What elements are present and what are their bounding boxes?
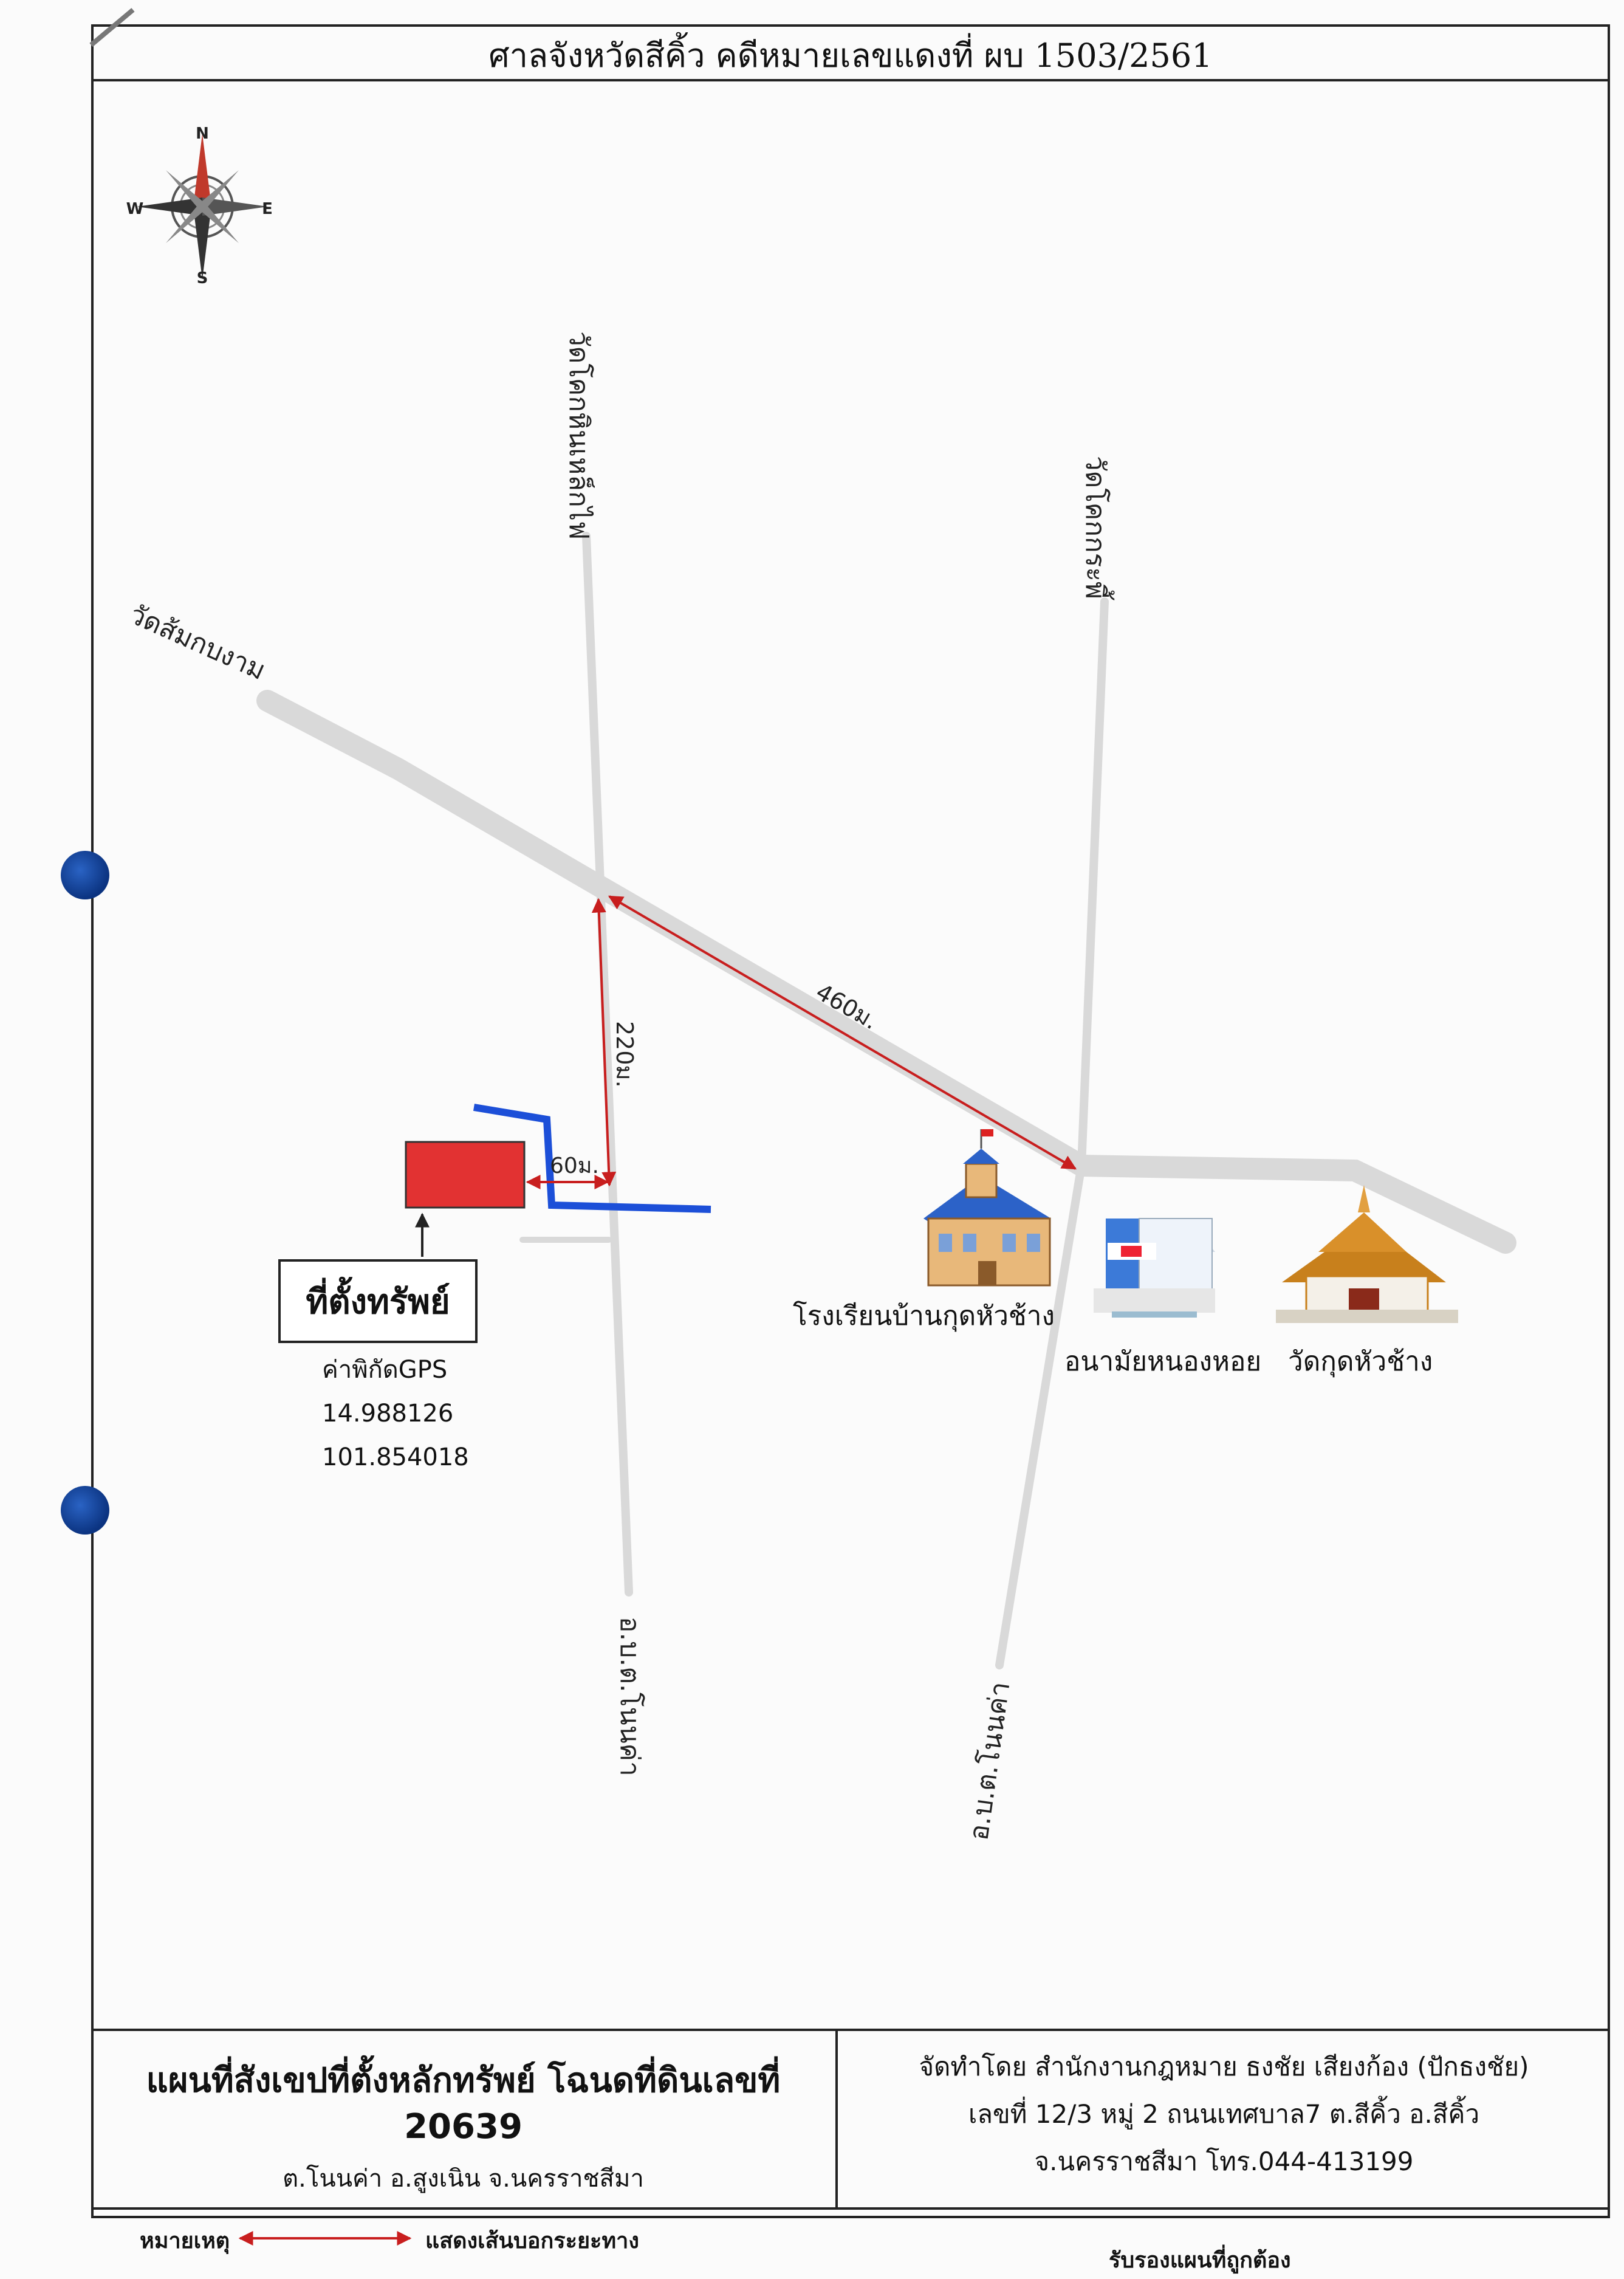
road-label-west: วัดส้มกบงาม [125, 599, 270, 686]
distance-label-220: 220ม. [611, 1021, 638, 1088]
landmark-school: โรงเรียนบ้านกุดหัวช้าง [793, 1301, 1055, 1332]
gps-coordinates: ค่าพิกัดGPS 14.988126 101.854018 [322, 1348, 469, 1479]
property-label-box: ที่ตั้งทรัพย์ [278, 1259, 478, 1343]
punch-hole [61, 851, 109, 899]
gps-latitude: 14.988126 [322, 1400, 454, 1428]
prepared-by-line1: จัดทำโดย สำนักงานกฎหมาย ธงชัย เสียงก้อง … [919, 2052, 1529, 2081]
compass-north: N [196, 125, 209, 143]
landmark-clinic: อนามัยหนองหอย [1064, 1346, 1262, 1377]
prepared-by-line3: จ.นครราชสีมา โทร.044-413199 [1034, 2147, 1414, 2176]
gps-label: ค่าพิกัดGPS [322, 1356, 448, 1384]
map-frame [91, 24, 1610, 2218]
distance-arrow-220 [591, 898, 617, 1187]
road-label-top-left: วัดโคกหินเหล็กไฟ [563, 331, 595, 540]
road-south-right [995, 1161, 1086, 1669]
legend-label: หมายเหตุ [140, 2229, 230, 2253]
map-subtitle: ต.โนนค่า อ.สูงเนิน จ.นครราชสีมา [283, 2165, 644, 2193]
footer-left-cell: แผนที่สังเขปที่ตั้งหลักทรัพย์ โฉนดที่ดิน… [91, 2031, 838, 2207]
header-divider [91, 79, 1610, 81]
property-plot [405, 1141, 526, 1209]
footer-table: แผนที่สังเขปที่ตั้งหลักทรัพย์ โฉนดที่ดิน… [91, 2029, 1610, 2210]
temple-icon [1276, 1185, 1458, 1323]
compass-east: E [262, 200, 273, 218]
page-title: ศาลจังหวัดสีคิ้ว คดีหมายเลขแดงที่ ผบ 150… [488, 36, 1213, 75]
hospital-icon [1094, 1218, 1215, 1318]
gps-longitude: 101.854018 [322, 1443, 469, 1471]
legend-text: แสดงเส้นบอกระยะทาง [425, 2229, 639, 2253]
road-label-top-right: วัดโคกกระพี้ [1080, 456, 1115, 600]
road-label-bottom-left: อ.บ.ต.โนนค่า [614, 1617, 645, 1776]
road-label-bottom-right: อ.บ.ต.โนนค่า [963, 1680, 1016, 1842]
prepared-by-line2: เลขที่ 12/3 หมู่ 2 ถนนเทศบาล7 ต.สีคิ้ว อ… [968, 2099, 1480, 2129]
distance-label-60: 60ม. [550, 1153, 599, 1178]
school-icon [923, 1129, 1051, 1287]
landmark-temple: วัดกุดหัวช้าง [1288, 1346, 1433, 1377]
punch-hole [61, 1486, 109, 1535]
road-north-right [1077, 597, 1109, 1170]
compass-rose-icon [137, 134, 268, 280]
property-label: ที่ตั้งทรัพย์ [306, 1282, 450, 1322]
compass-west: W [126, 200, 144, 218]
certify-text: รับรองแผนที่ถูกต้อง [1109, 2248, 1291, 2273]
distance-arrow-460 [608, 895, 1077, 1170]
canal [473, 1104, 711, 1213]
legend-arrow-icon [238, 2231, 412, 2246]
footer-right-cell: จัดทำโดย สำนักงานกฎหมาย ธงชัย เสียงก้อง … [838, 2031, 1610, 2207]
map-title: แผนที่สังเขปที่ตั้งหลักทรัพย์ โฉนดที่ดิน… [146, 2061, 781, 2147]
compass-south: S [197, 269, 208, 287]
